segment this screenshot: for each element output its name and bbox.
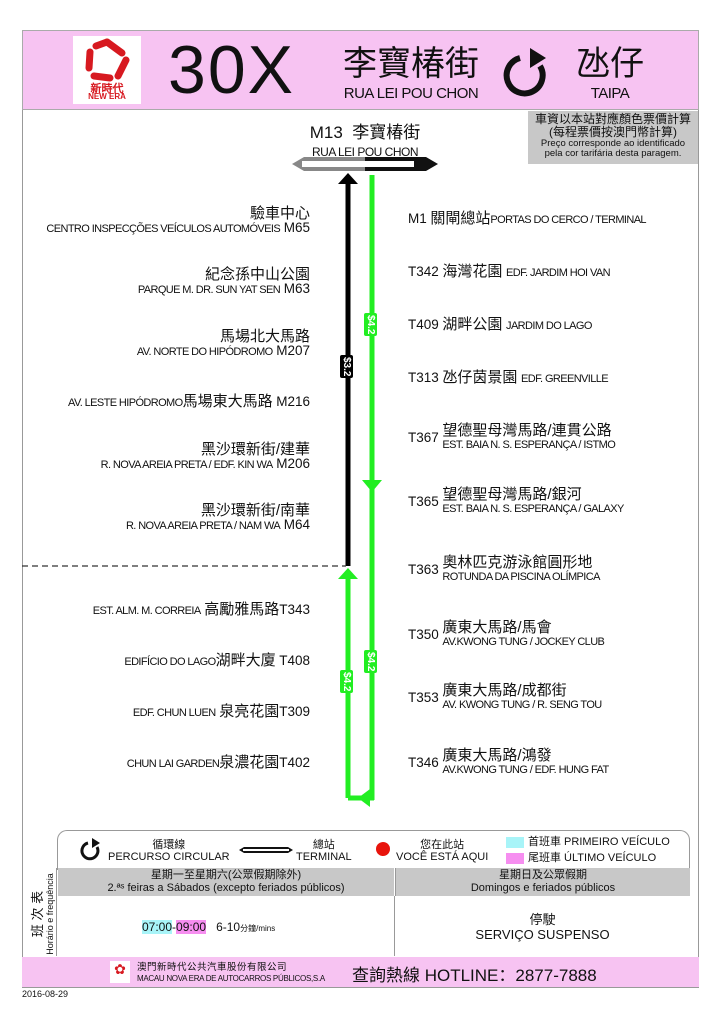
first-bus-swatch (506, 837, 524, 848)
you-are-here-icon (376, 842, 390, 856)
legend (57, 830, 690, 870)
arrow-up-icon (338, 173, 358, 184)
fare-badge-black: $3.2 (340, 355, 353, 379)
destination: 氹仔 TAIPA (576, 45, 644, 102)
stop-T342[interactable]: T342 海灣花園 EDF. JARDIM HOI VAN (408, 263, 611, 280)
last-bus-swatch (506, 853, 524, 864)
route-diagram (22, 173, 382, 807)
stop-T402[interactable]: CHUN LAI GARDEN泉濃花園T402 (126, 754, 310, 771)
footer-logo-icon: ✿ (110, 961, 130, 983)
hotline[interactable]: 查詢熱線 HOTLINE：2877-7888 (352, 966, 597, 985)
circular-arrow-icon (80, 838, 100, 861)
stop-T309[interactable]: EDF. CHUN LUEN 泉亮花園T309 (132, 703, 310, 720)
arrow-up-icon (338, 568, 358, 579)
fare-badge-green: $4.2 (364, 650, 377, 674)
route-number: 30X (168, 32, 295, 108)
print-date: 2016-08-29 (22, 989, 69, 999)
star-logo-icon (85, 38, 130, 82)
stop-M216[interactable]: AV. LESTE HIPÓDROMO馬場東大馬路 M216 (68, 393, 310, 410)
arrow-left-icon (358, 789, 370, 807)
weekday-header: 星期一至星期六(公眾假期除外)2.ªˢ feiras a Sábados (ex… (58, 868, 394, 896)
stop-T409[interactable]: T409 湖畔公園 JARDIM DO LAGO (408, 316, 592, 333)
stop-T313[interactable]: T313 氹仔茵景園 EDF. GREENVILLE (408, 369, 609, 386)
legend-first: 首班車 PRIMEIRO VEÍCULO (528, 836, 670, 848)
legend-last: 尾班車 ÚLTIMO VEÍCULO (528, 852, 657, 864)
fare-badge-green: $4.2 (364, 313, 377, 337)
stop-T408[interactable]: EDIFÍCIO DO LAGO湖畔大廈 T408 (124, 652, 310, 669)
terminal-bar (292, 157, 438, 171)
stop-T343[interactable]: EST. ALM. M. CORREIA 高勵雅馬路T343 (92, 601, 310, 618)
current-stop: M13 李寶椿街 RUA LEI POU CHON (309, 123, 421, 159)
origin: 李寶椿街 RUA LEI POU CHON (343, 45, 479, 102)
company-logo: 新時代 NEW ERA (73, 36, 141, 104)
circular-arrow-icon (503, 48, 546, 97)
arrow-down-icon (362, 480, 382, 492)
terminal-icon (239, 847, 293, 853)
fare-badge-green: $4.2 (340, 670, 353, 694)
stop-M1[interactable]: M1 關閘總站PORTAS DO CERCO / TERMINAL (408, 210, 647, 227)
weekday-schedule: 07:00-09:00 6-10分鐘/mins (142, 920, 276, 934)
fare-note: 車資以本站對應顏色票價計算 (每程票價按澳門幣計算) Preço corresp… (528, 111, 698, 164)
